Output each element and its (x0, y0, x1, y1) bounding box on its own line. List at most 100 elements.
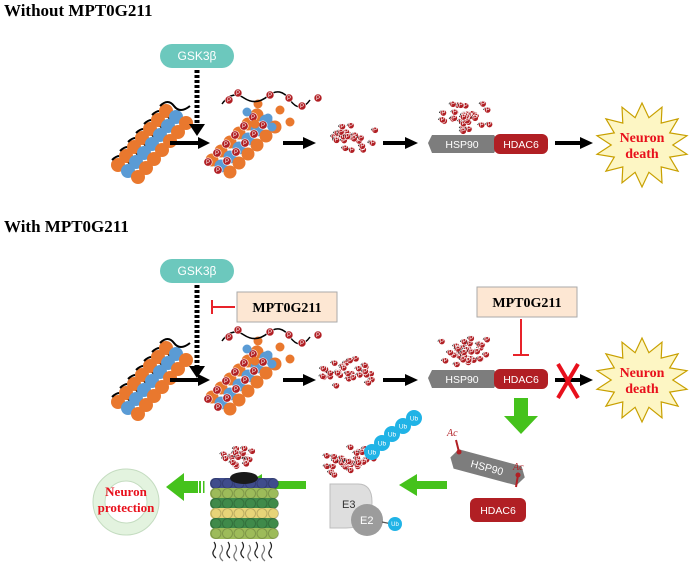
phospho-label: P (373, 128, 377, 134)
acetyl-label-left: Ac (446, 428, 458, 439)
phospho-label: P (334, 383, 338, 389)
phospho-label: P (227, 98, 231, 104)
free-hdac6-label: HDAC6 (480, 505, 516, 517)
phospho-label: P (215, 151, 219, 157)
phospho-label: P (242, 361, 246, 367)
phospho-label: P (348, 358, 352, 364)
phospho-label: P (225, 396, 229, 402)
phospho-label: P (234, 462, 238, 468)
phospho-label: P (250, 449, 254, 455)
phospho-label: P (346, 371, 350, 377)
proteasome-subunit (210, 508, 222, 519)
ubiquitin-label: Ub (399, 424, 408, 431)
phospho-label: P (358, 372, 362, 378)
proteasome-subunit (233, 498, 245, 509)
hdac6-label: HDAC6 (503, 374, 539, 386)
free-hdac6: HDAC6 (470, 498, 526, 522)
phospho-label: P (349, 123, 353, 129)
phospho-label: P (461, 114, 465, 120)
phospho-label: P (225, 159, 229, 165)
phospho-marker (348, 146, 356, 154)
phospho-label: P (347, 376, 351, 382)
phospho-label: P (348, 463, 352, 469)
phospho-marker (338, 123, 346, 131)
phospho-label: P (234, 446, 238, 452)
phospho-label: P (486, 107, 490, 113)
proteasome-subunit (268, 488, 279, 499)
e3-label: E3 (342, 499, 355, 511)
phospho-label: P (325, 453, 329, 459)
phospho-marker (479, 100, 487, 108)
phospho-marker (242, 460, 250, 468)
proteasome-subunit (256, 488, 268, 499)
phospho-label: P (355, 456, 359, 462)
phospho-marker (329, 462, 337, 470)
phospho-marker (345, 457, 353, 465)
phospho-marker (332, 382, 340, 390)
proteasome-subunit (256, 528, 268, 539)
phospho-marker (229, 458, 237, 466)
proteasome-subunit (256, 498, 268, 509)
proteasome-subunit (245, 488, 256, 499)
phospho-marker (364, 379, 372, 387)
phospho-marker (230, 367, 240, 377)
ub-label: Ub (391, 522, 399, 528)
phospho-label: P (328, 374, 332, 380)
phospho-label: P (268, 330, 272, 336)
phospho-label: P (243, 141, 247, 147)
phospho-marker (344, 369, 352, 377)
phospho-marker (485, 120, 493, 128)
phospho-label: P (331, 464, 335, 470)
phospho-label: P (224, 142, 228, 148)
phospho-label: P (332, 454, 336, 460)
ubiquitin-label: Ub (388, 432, 397, 439)
proteasome-subunit (222, 518, 233, 529)
phospho-label: P (243, 378, 247, 384)
phospho-marker (248, 447, 256, 455)
phospho-marker (221, 139, 231, 149)
phospho-marker (249, 366, 259, 376)
block-x-icon (556, 362, 580, 400)
phospho-label: P (365, 372, 369, 378)
proteasome-subunit (245, 498, 256, 509)
ubiquitin (384, 426, 400, 442)
phospho-label: P (329, 470, 333, 476)
burst-line2: death (625, 382, 659, 397)
phospho-marker (347, 122, 355, 130)
phospho-label: P (461, 121, 465, 127)
free-tubulin (250, 119, 260, 129)
phospho-marker (459, 356, 467, 364)
gsk3b-kinase: GSK3β (160, 259, 234, 283)
phospho-label: P (344, 360, 348, 366)
phospho-label: P (485, 337, 489, 343)
phospho-marker (213, 402, 223, 412)
free-tubulin (267, 122, 277, 132)
phospho-marker (241, 444, 249, 452)
phospho-label: P (466, 358, 470, 364)
phospho-marker (446, 349, 454, 357)
tubulin-subunit (147, 389, 161, 403)
phospho-label: P (350, 148, 354, 154)
phospho-label: P (481, 101, 485, 107)
free-tubulin (275, 342, 285, 352)
phospho-marker (331, 359, 339, 367)
phospho-marker (265, 90, 275, 100)
proteasome-subunit (268, 528, 279, 539)
peptide-fragment (233, 544, 238, 562)
phospho-label: P (248, 457, 252, 463)
phospho-label: P (357, 138, 361, 144)
phospho-label: P (472, 358, 476, 364)
phospho-marker (334, 369, 342, 377)
hsp90-hdac6-complex: PPPPPPPPPPPPPPPPPPPPPPPPPPPPPPPPPPPPPPPP… (428, 334, 548, 389)
phospho-label: P (459, 103, 463, 109)
phospho-label: P (464, 103, 468, 109)
phosphorylation-arrow (189, 70, 205, 136)
phospho-label: P (469, 349, 473, 355)
phospho-marker (350, 135, 358, 143)
phospho-marker (449, 100, 457, 108)
phospho-marker (454, 345, 462, 353)
phospho-label: P (349, 468, 353, 474)
